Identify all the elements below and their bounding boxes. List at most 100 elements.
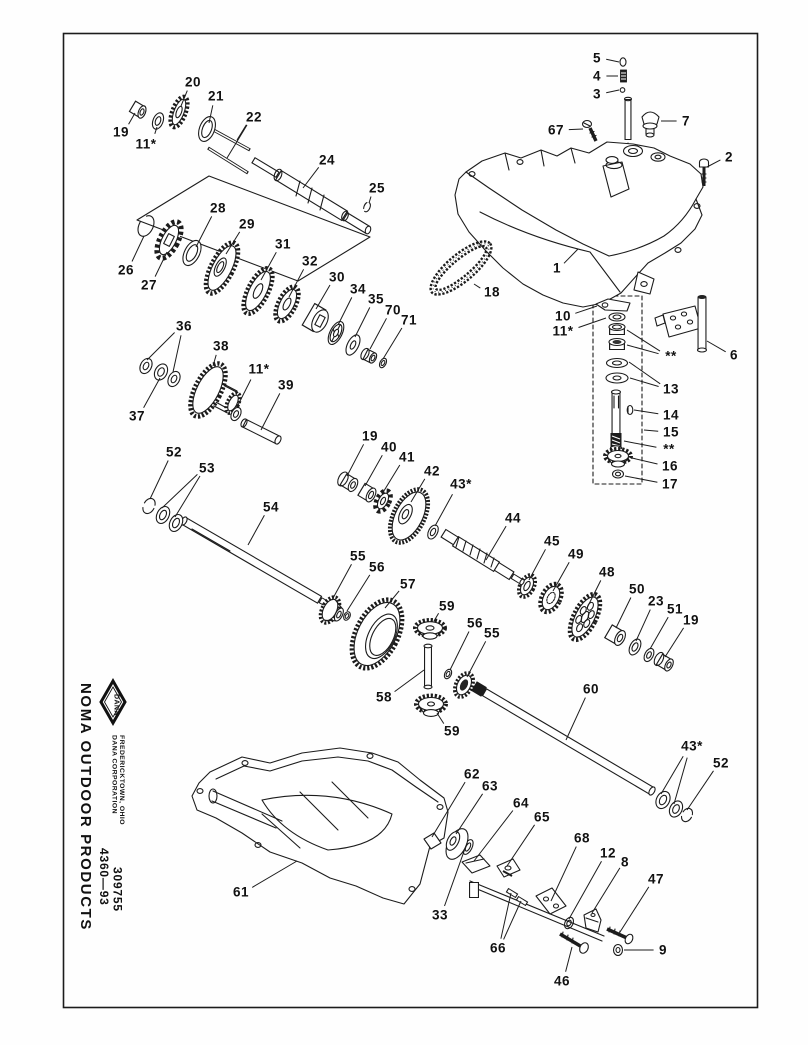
part-callout-11s: 11*: [135, 137, 156, 152]
input-shaft-group: [128, 94, 372, 235]
leader-line: [578, 317, 607, 328]
leader-line: [154, 251, 168, 277]
leader-line: [586, 580, 602, 609]
vent-parts: [619, 57, 633, 140]
gear-49: [538, 581, 564, 615]
nut-17: [611, 469, 625, 479]
spacer-40: [357, 482, 377, 503]
lower-case-housing: [191, 747, 449, 905]
leader-line: [225, 231, 241, 255]
leader-line: [382, 327, 403, 360]
part-callout-22: 22: [246, 110, 262, 125]
dana-logo: DANA: [99, 677, 127, 727]
part-callout-6: 6: [730, 348, 738, 363]
leader-line: [633, 409, 659, 415]
pin-39: [240, 418, 282, 445]
part-callout-45: 45: [544, 534, 560, 549]
part-callout-55: 55: [350, 549, 366, 564]
leader-line: [626, 329, 661, 352]
leader-line: [143, 377, 161, 409]
leader-line: [260, 393, 281, 431]
leader-line: [455, 793, 484, 835]
leader-line: [364, 454, 383, 487]
spline-drum-30: [301, 302, 329, 333]
leader-line: [565, 697, 586, 741]
part-callout-51: 51: [667, 602, 683, 617]
part-callout-26: 26: [118, 263, 134, 278]
part-callout-43s: 43*: [681, 739, 703, 754]
leader-line: [236, 124, 247, 141]
leader-line: [563, 248, 579, 264]
leader-line: [664, 627, 685, 658]
part-callout-66: 66: [490, 941, 506, 956]
part-callout-14: 14: [663, 408, 679, 423]
key-14: [626, 404, 634, 416]
part-callout-58: 58: [376, 690, 392, 705]
part-callout-52: 52: [166, 445, 182, 460]
leader-line: [384, 590, 400, 609]
bolt-46: [559, 931, 589, 954]
shift-rods-22: [207, 125, 251, 175]
worm-shaft-44: [440, 528, 525, 586]
gear-20: [168, 94, 190, 130]
leader-line: [660, 755, 684, 795]
leader-line: [606, 89, 620, 94]
leader-line: [394, 669, 425, 693]
bracket-shaft-6: [654, 295, 708, 353]
shift-lever-10: [595, 298, 631, 312]
part-callout-16: 16: [662, 459, 678, 474]
bolt-47: [606, 926, 634, 945]
screw-67: [581, 119, 598, 142]
part-callout-17: 17: [662, 477, 678, 492]
leader-line: [466, 641, 487, 678]
cluster-gear-38: [188, 361, 242, 419]
axle-shaft-54: [180, 516, 333, 609]
ring-56b: [443, 668, 453, 680]
part-callout-52: 52: [713, 756, 729, 771]
part-callout-1: 1: [553, 261, 561, 276]
corp-name-text: DANA CORPORATION: [111, 735, 118, 814]
leader-line: [174, 475, 201, 518]
leader-line: [643, 429, 659, 432]
part-callout-11s: 11*: [248, 362, 269, 377]
washer-35: [345, 334, 361, 356]
leader-line: [331, 564, 352, 601]
part-callout-29: 29: [239, 217, 255, 232]
part-callout-8: 8: [621, 855, 629, 870]
part-callout-25: 25: [369, 181, 385, 196]
disc-gear-42: [387, 487, 431, 545]
part-callout-60: 60: [583, 682, 599, 697]
part-callout-21: 21: [208, 89, 224, 104]
sprocket-48: [567, 591, 603, 643]
leader-line: [626, 344, 659, 355]
part-callout-70: 70: [385, 303, 401, 318]
leader-line: [369, 318, 387, 350]
bracket-8: [583, 908, 602, 933]
leader-line: [473, 283, 481, 289]
pins-66: [505, 887, 529, 907]
sub-assembly-box: [592, 295, 643, 485]
spider-pinion-59-lower: [414, 693, 448, 717]
part-callout-46: 46: [554, 974, 570, 989]
washer-11: [151, 112, 165, 130]
part-callout-62: 62: [464, 767, 480, 782]
part-callout-32: 32: [302, 254, 318, 269]
leader-line: [354, 307, 371, 338]
leader-line: [208, 105, 214, 124]
ring-gear-57: [349, 597, 405, 671]
leader-line: [247, 514, 265, 546]
leader-line: [449, 631, 470, 671]
snap-ring-52b: [680, 807, 694, 823]
part-callout-15: 15: [663, 425, 679, 440]
leader-line: [485, 525, 507, 561]
part-callout-7: 7: [682, 114, 690, 129]
shaft-24: [251, 156, 372, 235]
snap-ring-26: [137, 215, 155, 237]
bushing-19: [128, 100, 147, 119]
sprocket-27: [154, 219, 184, 261]
part-callout-19: 19: [113, 125, 129, 140]
part-callout-31: 31: [275, 237, 291, 252]
axle-shaft-60: [471, 681, 656, 796]
leader-line: [346, 444, 365, 477]
